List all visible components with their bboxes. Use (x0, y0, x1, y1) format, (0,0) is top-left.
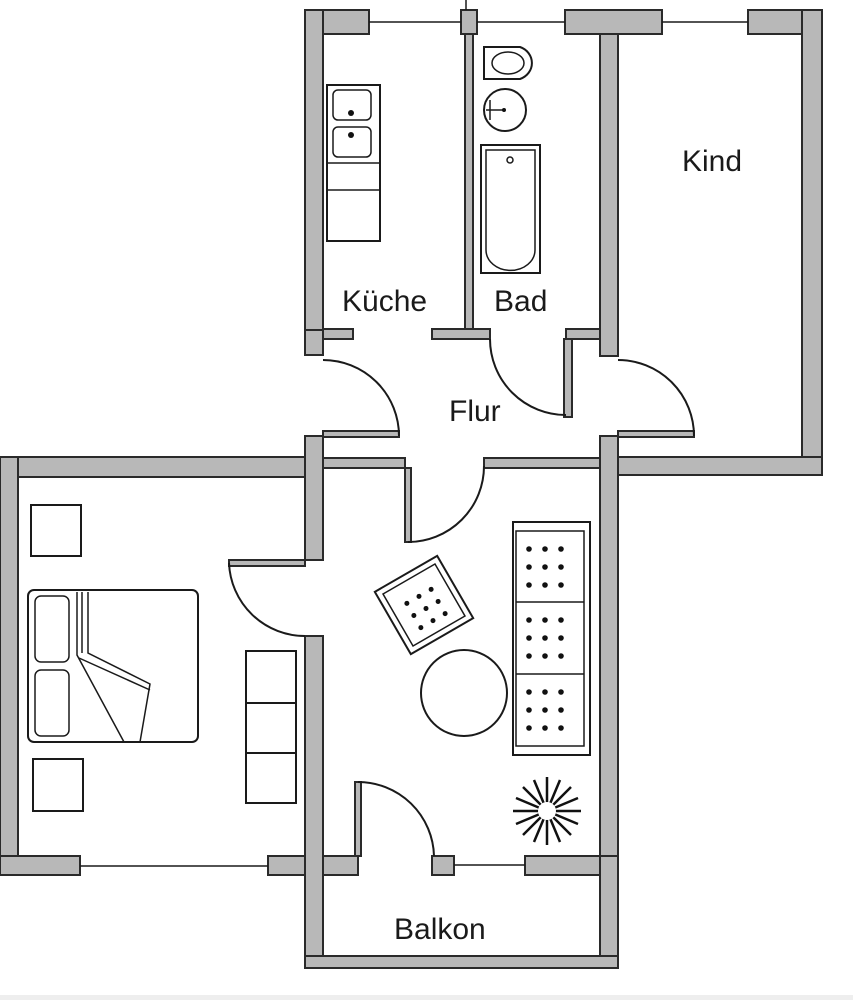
bathtub-icon (480, 144, 541, 274)
drain-2 (348, 132, 354, 138)
sink-basin-1 (332, 89, 372, 121)
door-swing-bed[interactable] (228, 562, 306, 638)
wall-kueche-bottom-a (322, 328, 354, 340)
armchair-icon (373, 554, 475, 656)
wall-balkon-bottom (304, 955, 619, 969)
nightstand-bottom (32, 758, 84, 812)
sink-basin-2 (332, 126, 372, 158)
room-label-kind: Kind (682, 145, 742, 178)
wall-bed-top (0, 456, 306, 478)
wall-bad-bottom (565, 328, 601, 340)
wardrobe (245, 650, 297, 804)
door-wohn-leaf (404, 467, 412, 543)
wall-living-bottom-b (431, 855, 455, 876)
door-swing-bad[interactable] (489, 338, 567, 416)
wall-bed-bottom-b (267, 855, 306, 876)
bad-furniture (480, 46, 541, 274)
wall-kueche-bottom-b (431, 328, 491, 340)
basin-drain (502, 108, 506, 112)
wall-bed-left (0, 456, 19, 876)
wall-wohn-top-a (322, 457, 406, 469)
plant-icon (513, 777, 581, 845)
room-label-balkon: Balkon (394, 913, 486, 946)
living-furniture (373, 521, 591, 845)
wall-flur-right-low (599, 435, 619, 867)
wall-flur-left-top (304, 329, 324, 356)
wall-living-bottom-a (322, 855, 359, 876)
door-swings (228, 338, 695, 857)
nightstand-top (30, 504, 82, 557)
room-label-bad: Bad (494, 285, 547, 318)
wall-living-bottom-c (524, 855, 601, 876)
wall-balkon-right (599, 855, 619, 969)
drain-1 (348, 110, 354, 116)
wall-bad-kind (599, 33, 619, 357)
door-kueche-leaf (322, 430, 400, 438)
bath-drain (506, 156, 514, 164)
pillow-1 (34, 595, 70, 663)
wall-flur-left-low (304, 435, 324, 561)
walls (0, 0, 823, 969)
sofa-icon (512, 521, 591, 756)
bathtub-inner (485, 149, 536, 272)
door-bed-leaf (228, 559, 306, 567)
blanket-fold (76, 592, 151, 743)
door-kind-leaf (617, 430, 695, 438)
door-swing-wohn[interactable] (407, 465, 485, 543)
bedroom-furniture (27, 504, 297, 812)
bottom-edge (0, 995, 853, 1000)
room-label-kueche: Küche (342, 285, 427, 318)
wall-kueche-left (304, 9, 324, 356)
door-balkon-leaf (354, 781, 362, 857)
kueche-furniture (326, 84, 381, 242)
toilet-seat (491, 51, 525, 75)
wall-bad-jamb (563, 338, 573, 418)
wall-bed-bottom-a (0, 855, 81, 876)
room-label-flur: Flur (449, 395, 501, 428)
door-swing-kind[interactable] (617, 359, 695, 437)
round-table-icon (420, 649, 508, 737)
door-swing-kueche[interactable] (322, 359, 400, 437)
wall-kind-bottom (599, 456, 823, 476)
door-swing-balkon[interactable] (357, 781, 435, 857)
wall-top-mid (460, 9, 478, 35)
wall-top-mid2 (564, 9, 663, 35)
wall-bed-living (304, 635, 324, 967)
wall-kueche-bad (464, 33, 474, 331)
wall-wohn-top-b (483, 457, 601, 469)
wall-kind-right (801, 9, 823, 476)
pillow-2 (34, 669, 70, 737)
room-labels: Küche Bad Kind Flur Balkon (342, 145, 742, 946)
